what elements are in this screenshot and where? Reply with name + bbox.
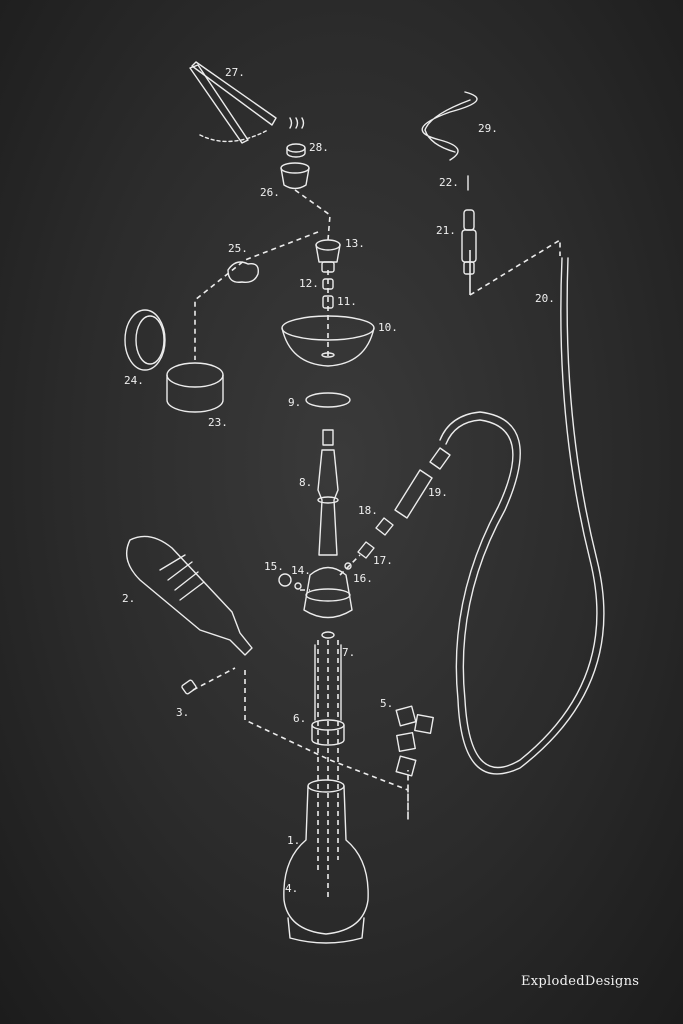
label-24: 24. bbox=[124, 374, 144, 387]
part-labels: 27. 28. 26. 29. 22. 21. 25. 13. 12. 11. … bbox=[122, 66, 555, 895]
tobacco bbox=[227, 261, 259, 284]
water-bottle bbox=[126, 535, 253, 695]
label-15: 15. bbox=[264, 560, 284, 573]
label-10: 10. bbox=[378, 321, 398, 334]
label-29: 29. bbox=[478, 122, 498, 135]
grinder bbox=[124, 309, 224, 413]
base-grommet bbox=[311, 719, 345, 746]
label-18: 18. bbox=[358, 504, 378, 517]
label-8: 8. bbox=[299, 476, 312, 489]
label-20: 20. bbox=[535, 292, 555, 305]
purge-valve bbox=[278, 573, 302, 590]
label-16: 16. bbox=[353, 572, 373, 585]
label-13: 13. bbox=[345, 237, 365, 250]
tray-grommet bbox=[305, 392, 351, 408]
brand-logo: ExplodedDesigns bbox=[521, 974, 640, 989]
ice-cubes bbox=[395, 705, 434, 777]
label-26: 26. bbox=[260, 186, 280, 199]
label-2: 2. bbox=[122, 592, 135, 605]
tongs bbox=[189, 61, 277, 144]
coal bbox=[286, 117, 306, 158]
label-17: 17. bbox=[373, 554, 393, 567]
label-19: 19. bbox=[428, 486, 448, 499]
label-28: 28. bbox=[309, 141, 329, 154]
label-11: 11. bbox=[337, 295, 357, 308]
label-27: 27. bbox=[225, 66, 245, 79]
label-14: 14. bbox=[291, 564, 311, 577]
label-1: 1. bbox=[287, 834, 300, 847]
assembly-guide-lines bbox=[192, 189, 561, 900]
smoke bbox=[421, 91, 478, 161]
bowl bbox=[315, 239, 341, 309]
ash-tray bbox=[281, 315, 375, 367]
downstem bbox=[314, 631, 342, 721]
label-3: 3. bbox=[176, 706, 189, 719]
label-9: 9. bbox=[288, 396, 301, 409]
label-5: 5. bbox=[380, 697, 393, 710]
label-4: 4. bbox=[285, 882, 298, 895]
label-6: 6. bbox=[293, 712, 306, 725]
label-21: 21. bbox=[436, 224, 456, 237]
label-25: 25. bbox=[228, 242, 248, 255]
hose-adapters bbox=[344, 447, 451, 570]
mouthpiece bbox=[461, 175, 477, 275]
label-23: 23. bbox=[208, 416, 228, 429]
heat-manager bbox=[280, 162, 310, 190]
stem bbox=[303, 429, 353, 619]
hose bbox=[439, 257, 598, 769]
base-vase bbox=[283, 779, 369, 944]
label-7: 7. bbox=[342, 646, 355, 659]
label-22: 22. bbox=[439, 176, 459, 189]
label-12: 12. bbox=[299, 277, 319, 290]
